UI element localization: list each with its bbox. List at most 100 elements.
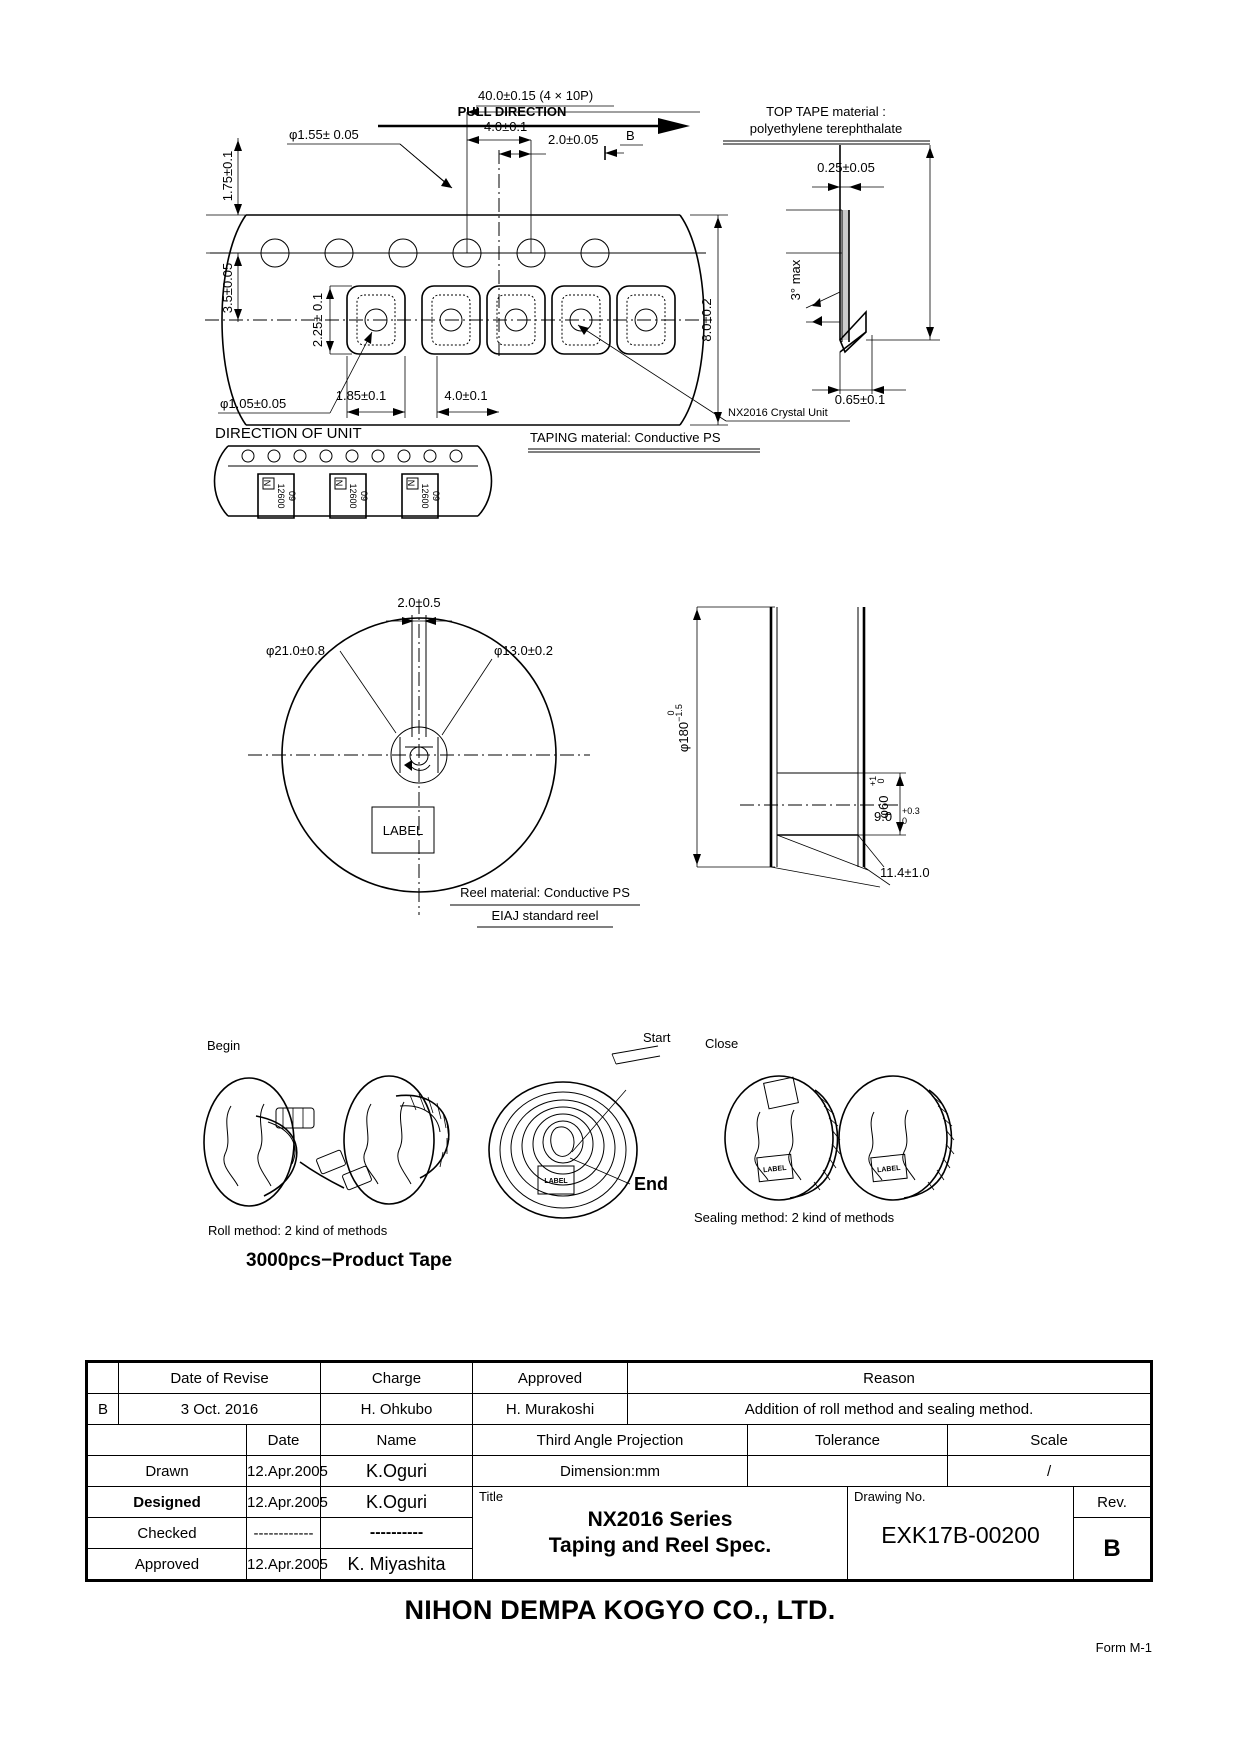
coil-label-text: LABEL xyxy=(544,1178,568,1185)
table-row: Designed 12.Apr.2005 K.Oguri Title NX201… xyxy=(86,1486,1153,1581)
dim-8-0-label: 8.0±0.2 xyxy=(699,298,714,341)
date-header: Date xyxy=(245,1424,322,1456)
rev-charge: H. Ohkubo xyxy=(320,1393,474,1425)
section-b-view: 0.25±0.05 3° max 0.65±0.1 xyxy=(786,145,940,407)
date-of-revise-header: Date of Revise xyxy=(117,1361,322,1394)
dim-phi-180-label: φ180 xyxy=(676,722,691,752)
reel-standard-label: EIAJ standard reel xyxy=(492,908,599,923)
third-angle-header: Third Angle Projection xyxy=(472,1424,749,1456)
title-block: Date of Revise Charge Approved Reason B … xyxy=(85,1360,1154,1582)
dim-2-25: 2.25± 0.1 xyxy=(310,286,352,354)
dim-2-0-label: 2.0±0.05 xyxy=(548,132,599,147)
title-line-2: Taping and Reel Spec. xyxy=(548,1534,772,1557)
dim-1-85: 1.85±0.1 xyxy=(336,356,405,418)
drawing-no-value: EXK17B-00200 xyxy=(881,1522,1040,1548)
dim-phi-1-05: φ1.05±0.05 xyxy=(218,332,372,413)
dim-phi-13-0: φ13.0±0.2 xyxy=(442,643,553,735)
rev-value: B xyxy=(1073,1517,1153,1581)
approved-name: K. Miyashita xyxy=(320,1548,474,1581)
crystal-unit-note: NX2016 Crystal Unit xyxy=(578,325,850,421)
top-tape-note: TOP TAPE material : polyethylene terepht… xyxy=(723,104,930,144)
dim-2-0: 2.0±0.05 xyxy=(499,132,599,360)
spiral-coil-illustration: Start End LABEL xyxy=(489,1030,671,1218)
reel-material-label: Reel material: Conductive PS xyxy=(460,885,630,900)
unit-line2-2: 09 xyxy=(359,491,369,501)
rev-reason: Addition of roll method and sealing meth… xyxy=(627,1393,1153,1425)
dim-11-4: 11.4±1.0 xyxy=(771,865,930,887)
checked-date: ------------ xyxy=(245,1517,322,1549)
title-cell: Title NX2016 Series Taping and Reel Spec… xyxy=(472,1486,849,1581)
role-checked: Checked xyxy=(86,1517,247,1549)
component-pockets xyxy=(347,286,675,354)
dim-phi-180-lower: −1.5 xyxy=(674,704,684,722)
drawn-date: 12.Apr.2005 xyxy=(245,1455,328,1487)
unit-line1-3: 12600 xyxy=(420,483,430,508)
sealing-label-2: LABEL xyxy=(877,1165,902,1174)
dim-9-0-upper: +0.3 xyxy=(902,806,920,816)
dim-phi-1-55: φ1.55± 0.05 xyxy=(287,127,452,188)
taping-drawing: PULL DIRECTION TOP TAPE material : polye… xyxy=(0,88,1240,620)
unit-logo-1: N xyxy=(262,480,272,487)
table-row: Date of Revise Charge Approved Reason xyxy=(86,1361,1153,1394)
top-tape-line1: TOP TAPE material : xyxy=(766,104,886,119)
dim-phi-21-0-label: φ21.0±0.8 xyxy=(266,643,325,658)
name-header: Name xyxy=(320,1424,474,1456)
checked-name: ---------- xyxy=(320,1517,474,1549)
role-header-blank xyxy=(86,1424,247,1456)
roll-method-label: Roll method: 2 kind of methods xyxy=(208,1223,388,1238)
rev-header-blank xyxy=(86,1361,119,1394)
table-row: B 3 Oct. 2016 H. Ohkubo H. Murakoshi Add… xyxy=(86,1393,1153,1425)
reel-drawing: 2.0±0.5 φ21.0±0.8 φ13.0±0.2 LABEL R xyxy=(0,595,930,1015)
dim-0-65-label: 0.65±0.1 xyxy=(835,392,886,407)
drawing-no-cell: Drawing No. EXK17B-00200 xyxy=(847,1486,1075,1581)
form-number: Form M-1 xyxy=(1095,1640,1152,1655)
crystal-unit-label: NX2016 Crystal Unit xyxy=(728,407,828,419)
roll-method-illustration: Roll method: 2 kind of methods 3000pcs−P… xyxy=(204,1076,452,1271)
dim-4-0-bottom: 4.0±0.1 xyxy=(437,356,499,418)
unit-logo-3: N xyxy=(406,480,416,487)
reel-side-view: φ180 0 −1.5 φ60 +1 0 9.0 +0.3 0 11. xyxy=(666,607,930,887)
close-label: Close xyxy=(705,1036,738,1051)
methods-illustrations: Begin Roll xyxy=(0,1030,1240,1271)
drawn-name: K.Oguri xyxy=(320,1455,474,1487)
dim-phi-60-upper: +1 xyxy=(868,776,878,786)
tolerance-header: Tolerance xyxy=(747,1424,949,1456)
unit-line1-1: 12600 xyxy=(276,483,286,508)
designed-name: K.Oguri xyxy=(320,1486,474,1518)
table-row: Approved 12.Apr.2005 K. Miyashita xyxy=(86,1548,1152,1581)
approved-date: 12.Apr.2005 xyxy=(245,1548,328,1581)
dim-phi-60: φ60 +1 0 xyxy=(858,773,906,835)
dim-phi-180-upper: 0 xyxy=(666,710,676,715)
dim-phi-1-05-label: φ1.05±0.05 xyxy=(220,396,286,411)
dim-2-25-label: 2.25± 0.1 xyxy=(310,293,325,347)
rev-label: Rev. xyxy=(1073,1486,1153,1518)
drawing-no-label: Drawing No. xyxy=(854,1489,926,1504)
table-row: Date Name Third Angle Projection Toleran… xyxy=(86,1424,1153,1456)
pull-direction-label: PULL DIRECTION xyxy=(458,104,567,119)
sealing-label-1: LABEL xyxy=(763,1165,788,1174)
top-tape-line2: polyethylene terephthalate xyxy=(750,121,903,136)
carrier-tape-body xyxy=(222,215,704,425)
dim-1-75-label: 1.75±0.1 xyxy=(220,151,235,202)
sealing-method-label: Sealing method: 2 kind of methods xyxy=(694,1210,895,1225)
rev-date: 3 Oct. 2016 xyxy=(117,1393,322,1425)
dim-3-5: 3.5±0.05 xyxy=(220,253,242,322)
reel-label-box: LABEL xyxy=(372,807,434,853)
reason-header: Reason xyxy=(627,1361,1153,1394)
dim-phi-13-0-label: φ13.0±0.2 xyxy=(494,643,553,658)
title-line-1: NX2016 Series xyxy=(587,1508,733,1531)
dimension-value: Dimension:mm xyxy=(472,1455,749,1487)
dim-9-0: 9.0 +0.3 0 xyxy=(777,806,920,870)
dim-4-0-top: 4.0±0.1 xyxy=(467,119,531,253)
dim-4-0-bottom-label: 4.0±0.1 xyxy=(444,388,487,403)
dim-phi-21-0: φ21.0±0.8 xyxy=(266,643,396,733)
scale-header: Scale xyxy=(947,1424,1153,1456)
unit-line2-3: 09 xyxy=(431,491,441,501)
dim-11-4-label: 11.4±1.0 xyxy=(880,865,930,880)
sealing-method-illustration: Close LABEL xyxy=(694,1036,954,1225)
direction-of-unit-view: DIRECTION OF UNIT N 12600 09 xyxy=(215,425,492,518)
role-approved: Approved xyxy=(86,1548,247,1581)
dim-9-0-lower: 0 xyxy=(902,816,907,826)
unit-line1-2: 12600 xyxy=(348,483,358,508)
